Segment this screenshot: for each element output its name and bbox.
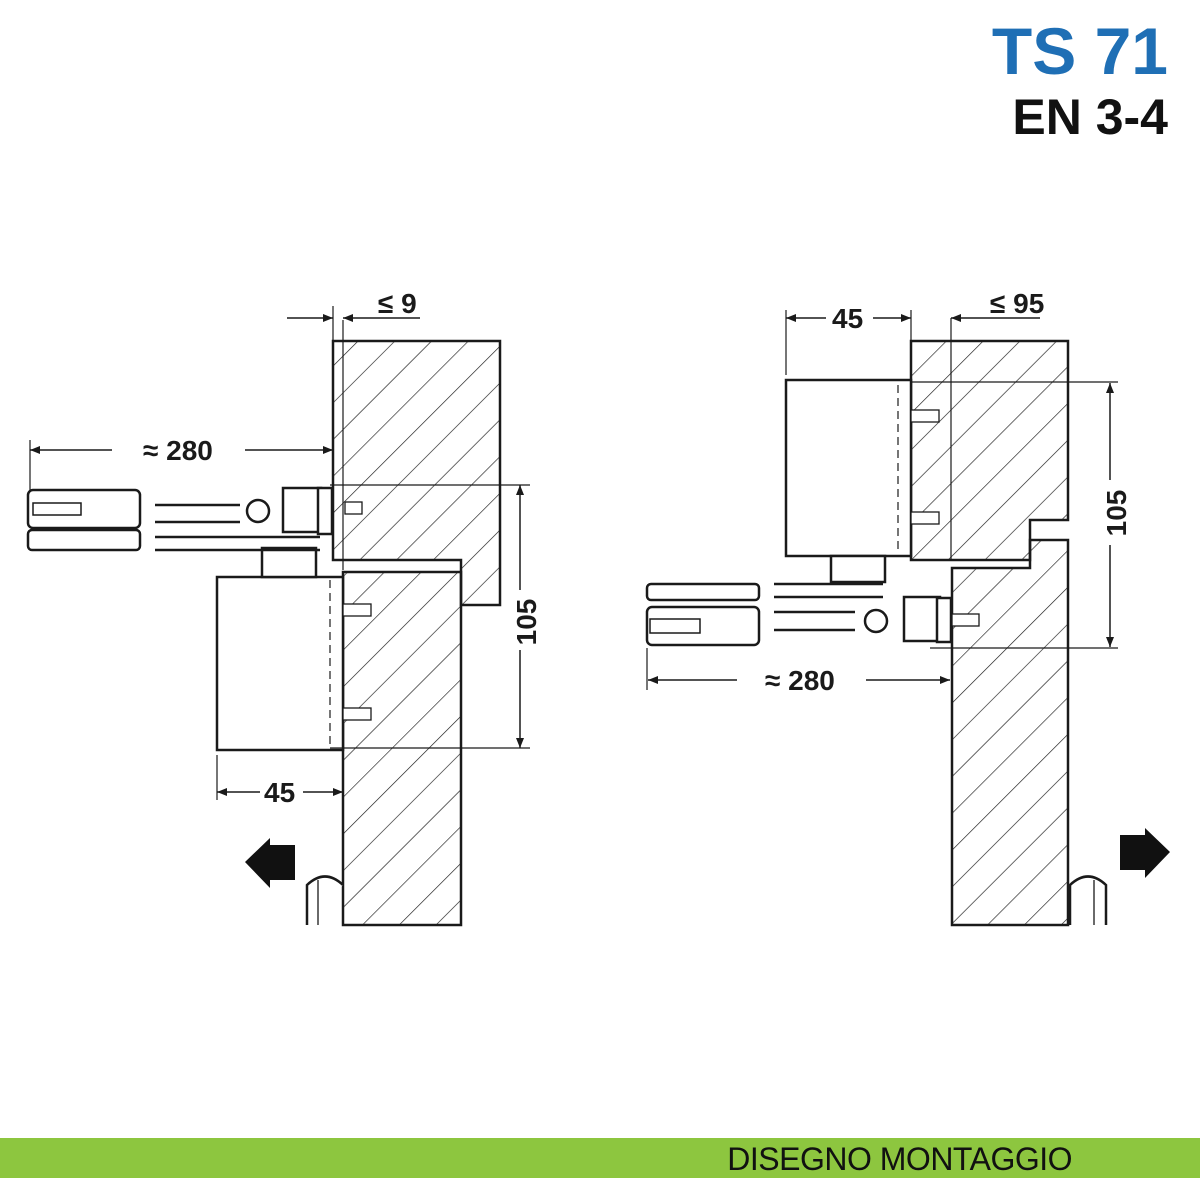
footer-bar: DISEGNO MONTAGGIO — [0, 1138, 1200, 1178]
frame-section — [909, 339, 1070, 562]
frame-section — [331, 339, 502, 607]
closer-body — [784, 378, 913, 558]
door-section — [950, 538, 1070, 927]
right-dim-height: 105 — [1101, 490, 1132, 537]
right-dim-gap: ≤ 95 — [990, 288, 1044, 319]
right-dim-arm: ≈ 280 — [765, 665, 835, 696]
left-view — [26, 306, 530, 927]
mounting-plate — [260, 546, 318, 579]
left-dim-gap: ≤ 9 — [378, 288, 417, 319]
left-dim-height: 105 — [511, 599, 542, 646]
standard-subtitle: EN 3-4 — [1012, 89, 1168, 145]
model-title: TS 71 — [991, 14, 1168, 88]
left-dim-depth: 45 — [264, 777, 295, 808]
pivot-post — [305, 875, 344, 925]
right-dim-depth: 45 — [832, 303, 863, 334]
arrow-right-icon — [1120, 828, 1170, 878]
arm-assembly — [26, 486, 363, 552]
pivot-post — [1068, 875, 1108, 925]
title-block: TS 71 EN 3-4 — [992, 18, 1168, 142]
right-view — [645, 310, 1118, 927]
arrow-left-icon — [245, 838, 295, 888]
left-dim-arm: ≈ 280 — [143, 435, 213, 466]
mounting-plate — [829, 554, 887, 584]
footer-label: DISEGNO MONTAGGIO — [727, 1141, 1072, 1177]
arm-assembly — [645, 582, 980, 647]
closer-body — [215, 575, 345, 752]
